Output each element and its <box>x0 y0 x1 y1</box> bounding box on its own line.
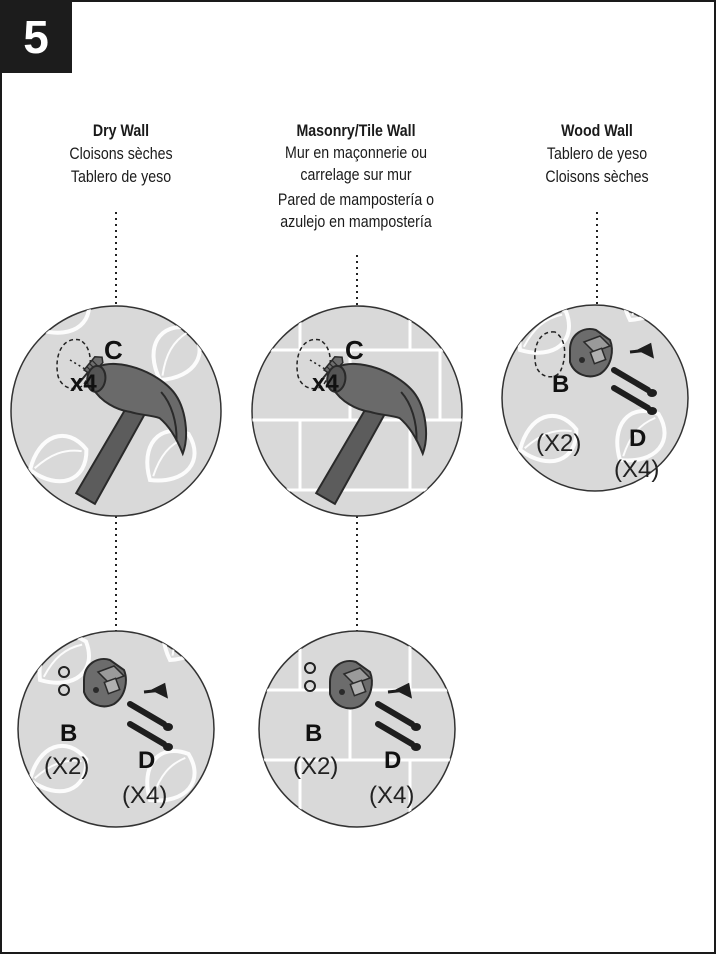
anchor-qty-label: x4 <box>70 370 97 397</box>
dry-wall-line-1: Cloisons sèches <box>69 145 173 163</box>
wood-wall-line-1: Tablero de yeso <box>546 145 648 163</box>
step-number-badge: 5 <box>0 0 72 73</box>
screw-letter-label: D <box>629 425 646 452</box>
wood-wall-line-2: Cloisons sèches <box>545 168 649 186</box>
masonry-wall-line-1: Mur en maçonnerie ou <box>285 144 427 162</box>
screw-qty-label: (X4) <box>369 782 414 809</box>
screw-letter-label: D <box>384 747 401 774</box>
connector-lines <box>115 212 598 631</box>
screw-qty-label: (X4) <box>614 456 659 483</box>
bracket-letter-label: B <box>60 720 77 747</box>
wood-wall-heading: Wood Wall Tablero de yeso Cloisons sèche… <box>524 120 670 189</box>
screw-letter-label: D <box>138 747 155 774</box>
bracket-qty-label: (X2) <box>293 753 338 780</box>
wood-wall-title: Wood Wall <box>561 122 633 140</box>
dry-wall-heading: Dry Wall Cloisons sèches Tablero de yeso <box>48 120 194 189</box>
bracket-qty-label: (X2) <box>44 753 89 780</box>
wood-wall-bracket-circle <box>501 304 689 492</box>
masonry-bracket-circle <box>258 630 456 828</box>
bracket-letter-label: B <box>552 371 569 398</box>
dry-wall-line-2: Tablero de yeso <box>70 168 172 186</box>
masonry-wall-line-2: carrelage sur mur <box>300 166 412 184</box>
anchor-letter-label: C <box>345 335 364 365</box>
masonry-wall-line-4: azulejo en mampostería <box>280 213 432 231</box>
bracket-qty-label: (X2) <box>536 430 581 457</box>
bracket-letter-label: B <box>305 720 322 747</box>
screw-qty-label: (X4) <box>122 782 167 809</box>
anchor-qty-label: x4 <box>312 370 339 397</box>
dry-wall-anchor-circle <box>10 305 222 517</box>
masonry-wall-title: Masonry/Tile Wall <box>296 122 416 140</box>
masonry-wall-heading: Masonry/Tile Wall Mur en maçonnerie ou c… <box>253 120 459 233</box>
dry-wall-bracket-circle <box>17 630 215 828</box>
masonry-wall-line-3: Pared de mampostería o <box>277 191 435 209</box>
dry-wall-title: Dry Wall <box>92 122 150 140</box>
anchor-letter-label: C <box>104 335 123 365</box>
